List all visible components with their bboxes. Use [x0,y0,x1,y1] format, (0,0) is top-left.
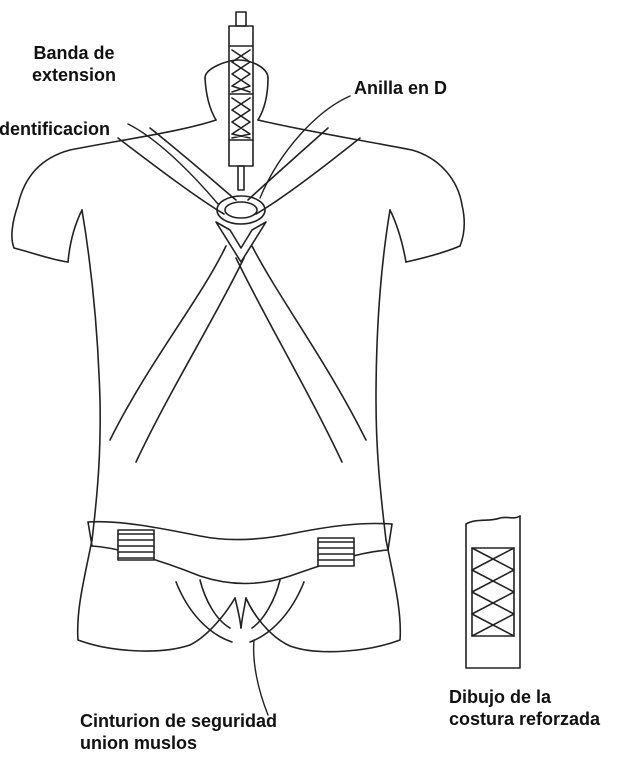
thigh-straps [176,580,304,642]
thigh-belt-label-line2: union muslos [80,732,277,754]
stitch-drawing-label-line2: costura reforzada [449,708,600,730]
extension-band [229,12,253,190]
thigh-belt-label: Cinturion de seguridad union muslos [80,710,277,754]
extension-band-label-line2: extension [32,64,116,86]
identification-label: Identificacion [0,118,110,140]
waist-belt [88,522,392,584]
extension-band-label-line1: Banda de [32,42,116,64]
reinforced-stitch-pattern-icon [466,516,520,668]
leader-lines [128,96,350,715]
torso-outline [12,60,464,652]
d-ring-label: Anilla en D [354,77,447,99]
thigh-belt-label-line1: Cinturion de seguridad [80,710,277,732]
stitch-drawing-label: Dibujo de la costura reforzada [449,686,600,730]
extension-band-label: Banda de extension [32,42,116,86]
stitch-drawing-label-line1: Dibujo de la [449,686,600,708]
